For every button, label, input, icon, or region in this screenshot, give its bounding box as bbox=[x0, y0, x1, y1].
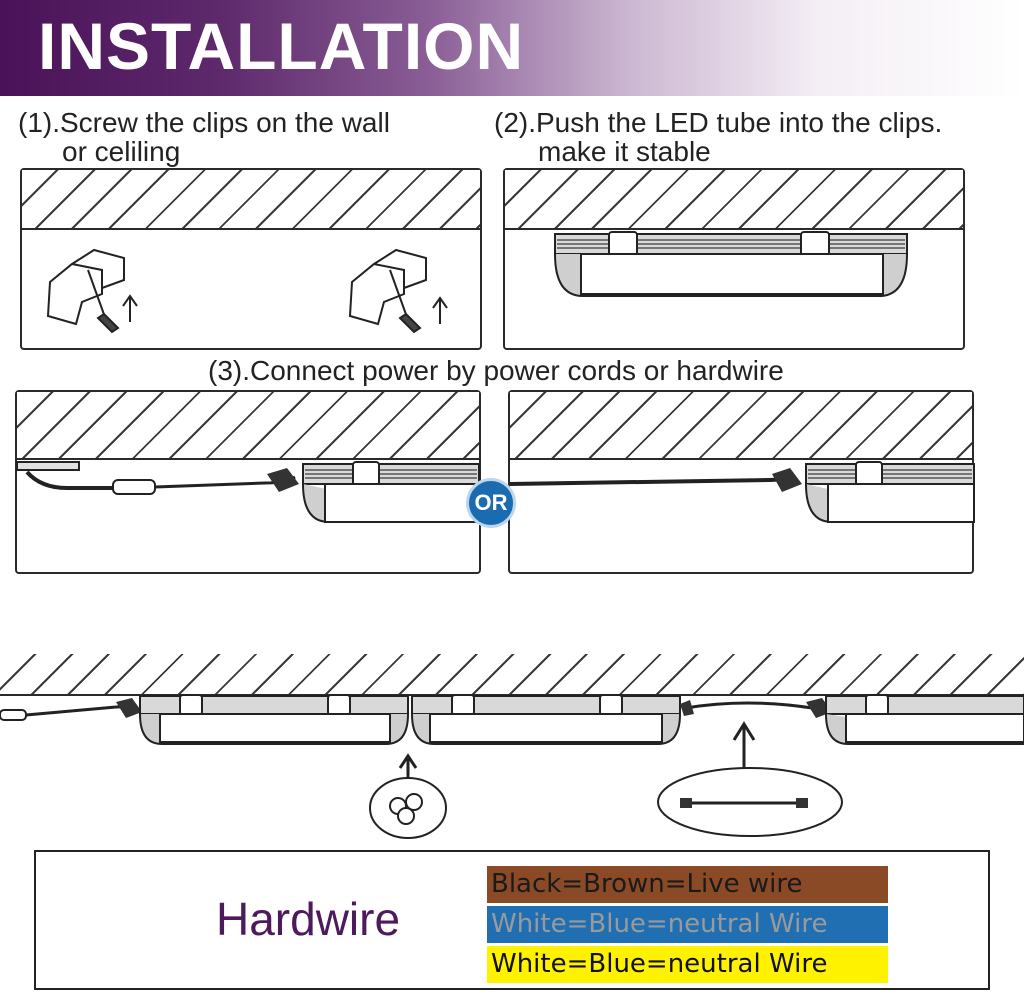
hardwire-illustration bbox=[509, 461, 975, 523]
ceiling-hatch bbox=[22, 170, 480, 230]
page-title: INSTALLATION bbox=[38, 9, 525, 83]
wire-row-neutral-yellow: White=Blue=neutral Wire bbox=[487, 946, 888, 983]
step-2-line-2: make it stable bbox=[538, 136, 711, 167]
panel-screw-clips bbox=[20, 168, 482, 350]
hardwire-title: Hardwire bbox=[216, 893, 401, 945]
step-1-line-2: or celiling bbox=[62, 136, 181, 167]
step-3-caption: (3).Connect power by power cords or hard… bbox=[208, 356, 784, 385]
step-2-line-1: (2).Push the LED tube into the clips. bbox=[494, 107, 943, 138]
ceiling-hatch bbox=[505, 170, 963, 230]
panel-hardwire bbox=[508, 390, 975, 574]
or-badge: OR bbox=[466, 478, 516, 528]
wire-row-neutral-blue: White=Blue=neutral Wire bbox=[487, 906, 888, 943]
ceiling-hatch bbox=[17, 392, 479, 460]
step-1-line-1: (1).Screw the clips on the wall bbox=[18, 107, 390, 138]
power-cord-illustration bbox=[16, 461, 480, 523]
step-1-caption: (1).Screw the clips on the wall or celil… bbox=[18, 108, 390, 166]
step-3-line-1: (3).Connect power by power cords or hard… bbox=[208, 355, 784, 386]
panel-push-tube bbox=[503, 168, 965, 350]
tube-illustration bbox=[554, 231, 908, 297]
wire-row-live: Black=Brown=Live wire bbox=[487, 866, 888, 903]
clip-illustration bbox=[46, 248, 448, 334]
tube-2 bbox=[411, 694, 681, 745]
arrow-up-icon bbox=[732, 721, 756, 772]
tube-1 bbox=[139, 694, 409, 745]
step-2-caption: (2).Push the LED tube into the clips. ma… bbox=[494, 108, 942, 166]
tube-3 bbox=[825, 694, 1024, 745]
panel-power-cord bbox=[15, 390, 481, 574]
ceiling-hatch bbox=[510, 392, 972, 460]
linked-tubes-illustration bbox=[0, 694, 1024, 839]
header-banner: INSTALLATION bbox=[0, 0, 1024, 96]
